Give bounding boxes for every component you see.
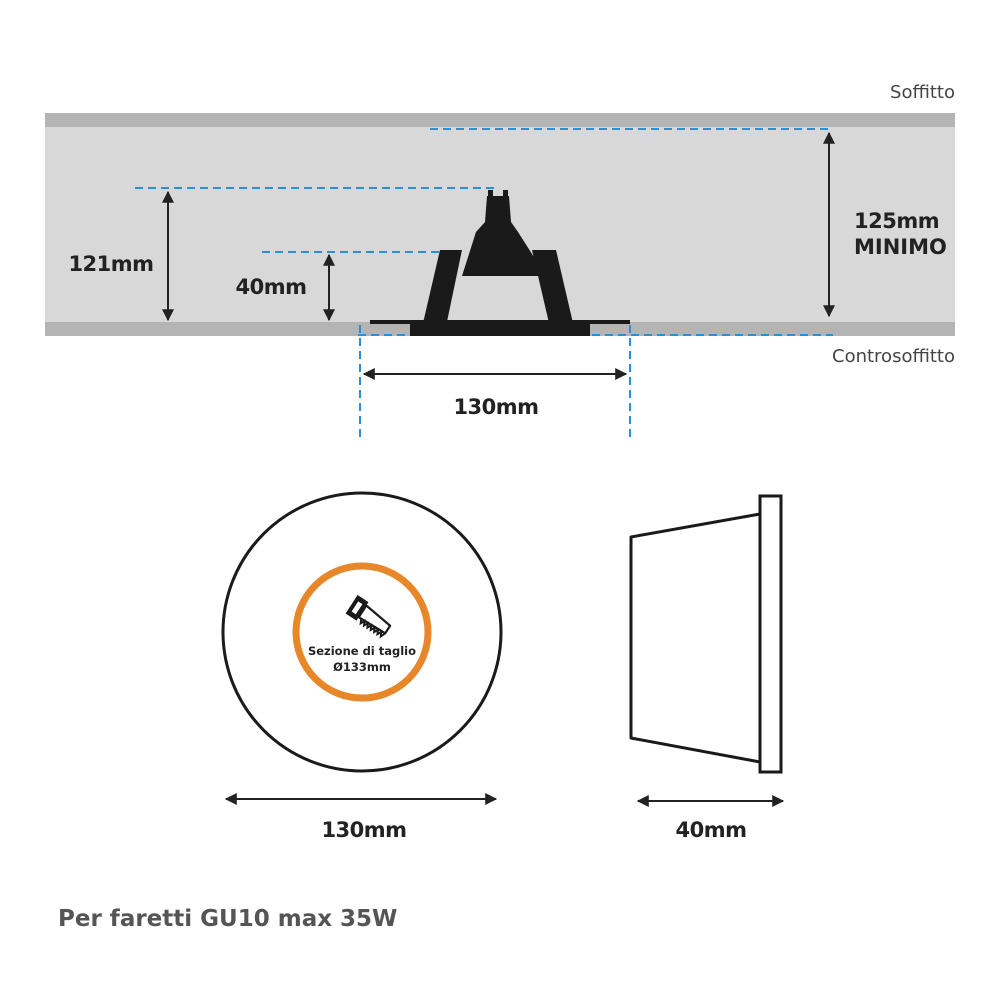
- side-view-flange: [758, 494, 783, 774]
- fitting-frame-left: [420, 250, 462, 336]
- footer-caption: Per faretti GU10 max 35W: [58, 906, 397, 932]
- ceiling-slab: [45, 113, 955, 127]
- dim-hole-width-label: 130mm: [453, 395, 538, 419]
- gu10-lamp: [462, 196, 546, 276]
- side-depth-label: 40mm: [676, 818, 747, 842]
- spotlight-fitting: [370, 190, 630, 336]
- false-ceiling-label: Controsoffitto: [832, 346, 955, 367]
- side-view: 40mm: [629, 494, 785, 842]
- front-view: Sezione di taglio Ø133mm 130mm: [221, 491, 503, 842]
- cut-section-ring: [292, 562, 432, 702]
- saw-icon: [345, 595, 392, 639]
- side-view-body: [629, 512, 762, 764]
- dim-total-depth-label: 121mm: [68, 252, 153, 276]
- front-width-label: 130mm: [321, 818, 406, 842]
- cut-section-label: Sezione di taglio: [308, 644, 416, 658]
- dim-lamp-depth-label: 40mm: [236, 275, 307, 299]
- dim-min-space-note: MINIMO: [854, 235, 947, 259]
- section-view: Soffitto Controsoffitto 121mm 40mm 125mm…: [45, 82, 955, 442]
- ceiling-label: Soffitto: [890, 82, 955, 103]
- cut-diameter-label: Ø133mm: [333, 660, 391, 674]
- gu10-pin-left: [488, 190, 493, 200]
- fitting-base: [410, 320, 590, 336]
- dim-min-space-label: 125mm: [854, 209, 939, 233]
- gu10-pin-right: [503, 190, 508, 200]
